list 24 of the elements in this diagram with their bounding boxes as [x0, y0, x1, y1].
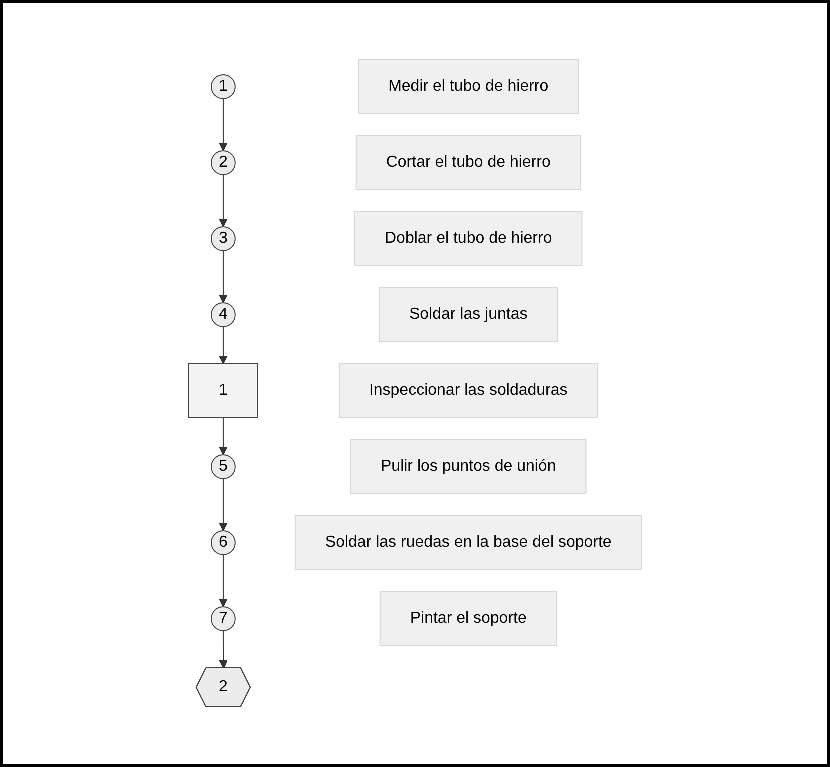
node-box: Cortar el tubo de hierro: [355, 136, 581, 190]
node-circle: 3: [210, 226, 236, 252]
arrow: [218, 326, 228, 364]
node-box: Doblar el tubo de hierro: [354, 212, 582, 266]
arrow: [218, 630, 228, 669]
node-box: Medir el tubo de hierro: [358, 60, 579, 114]
arrow: [218, 98, 228, 152]
node-box: Pulir los puntos de unión: [350, 440, 586, 494]
node-circle: 6: [210, 530, 236, 556]
arrow: [218, 478, 228, 532]
arrow: [218, 250, 228, 304]
node-box: Soldar las juntas: [378, 288, 558, 342]
node-circle: 7: [210, 606, 236, 632]
node-box: 1: [188, 364, 258, 418]
arrow: [218, 554, 228, 608]
node-box: Soldar las ruedas en la base del soporte: [294, 516, 642, 570]
node-circle: 5: [210, 454, 236, 480]
node-circle: 4: [210, 302, 236, 328]
arrow: [218, 174, 228, 228]
arrow: [218, 418, 228, 456]
node-circle: 1: [210, 74, 236, 100]
node-circle: 2: [210, 150, 236, 176]
node-box: Pintar el soporte: [379, 592, 557, 646]
node-box: Inspeccionar las soldaduras: [338, 364, 598, 418]
